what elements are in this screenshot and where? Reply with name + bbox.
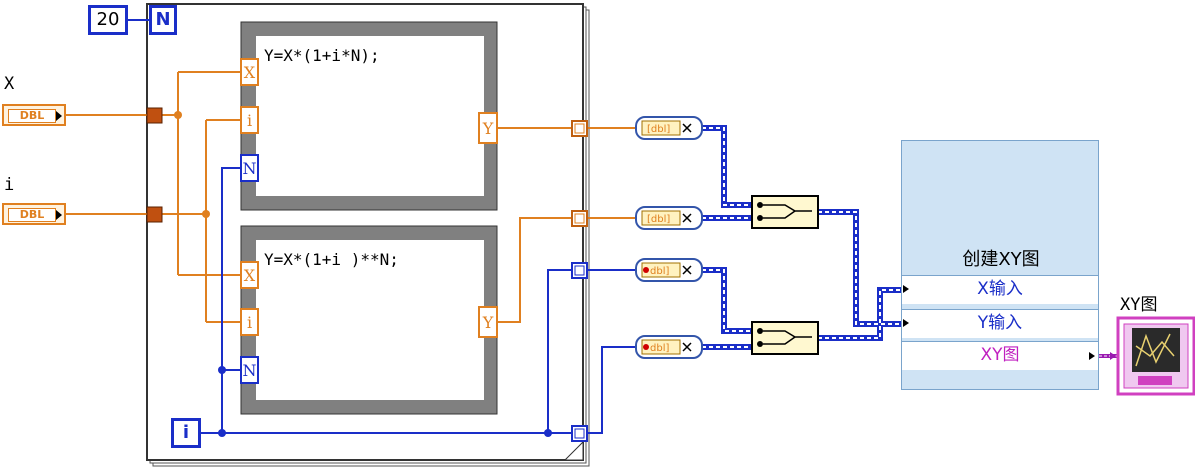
- formula-1-input-n[interactable]: N: [240, 154, 259, 182]
- formula-2-input-x[interactable]: X: [240, 261, 259, 289]
- convert-node-1[interactable]: [dbl]: [635, 116, 703, 140]
- formula-2-expression[interactable]: Y=X*(1+i )**N;: [264, 250, 399, 269]
- xy-graph-label: XY图: [1120, 295, 1158, 315]
- svg-text:dbl]: dbl]: [650, 266, 669, 277]
- blue-wires: [200, 167, 636, 434]
- i-control[interactable]: DBL: [2, 203, 66, 225]
- svg-text:[dbl]: [dbl]: [647, 214, 670, 225]
- tunnel-x: [146, 107, 163, 124]
- svg-text:[dbl]: [dbl]: [647, 124, 670, 135]
- output-arrow-icon: [1089, 352, 1095, 360]
- output-tunnels: [571, 120, 588, 442]
- loop-iteration-terminal[interactable]: i: [171, 418, 201, 448]
- express-output-xy[interactable]: XY图: [902, 341, 1098, 370]
- svg-text:dbl]: dbl]: [650, 343, 669, 354]
- x-dtype: DBL: [8, 109, 56, 123]
- loop-resize-corner: [563, 440, 584, 461]
- formula-2-output-y[interactable]: Y: [478, 306, 498, 338]
- tunnel-i: [146, 206, 163, 223]
- input-arrow-icon: [903, 319, 909, 327]
- formula-2-input-n[interactable]: N: [240, 356, 259, 384]
- i-dtype: DBL: [8, 208, 56, 222]
- input-arrow-icon: [903, 285, 909, 293]
- express-input-y[interactable]: Y输入: [902, 309, 1098, 338]
- output-arrow-icon: [56, 210, 62, 220]
- convert-node-2[interactable]: [dbl]: [635, 206, 703, 230]
- merge-node-2[interactable]: [751, 321, 819, 355]
- formula-node-1[interactable]: [240, 21, 498, 211]
- i-control-label: i: [4, 175, 15, 195]
- formula-2-input-i[interactable]: i: [240, 308, 259, 336]
- wire-junction-i: [202, 210, 210, 218]
- merge-node-1[interactable]: [751, 195, 819, 229]
- wire-junction-n: [218, 366, 226, 374]
- cluster-wires: [702, 125, 1120, 358]
- x-control[interactable]: DBL: [2, 104, 66, 126]
- formula-1-input-x[interactable]: X: [240, 58, 259, 86]
- express-vi-title: 创建XY图: [962, 249, 1040, 270]
- wire-junction-x: [174, 111, 182, 119]
- xy-graph-indicator[interactable]: [1110, 316, 1195, 396]
- orange-wires: [66, 71, 636, 323]
- build-xy-graph-express-vi[interactable]: 创建XY图 X输入 Y输入 XY图: [901, 140, 1099, 390]
- convert-node-4[interactable]: dbl]: [635, 335, 703, 359]
- count-wire: [128, 19, 150, 21]
- formula-1-output-y[interactable]: Y: [478, 112, 498, 144]
- convert-node-3[interactable]: dbl]: [635, 258, 703, 282]
- express-input-x[interactable]: X输入: [902, 275, 1098, 304]
- formula-node-2[interactable]: [240, 225, 498, 415]
- output-arrow-icon: [56, 111, 62, 121]
- formula-1-input-i[interactable]: i: [240, 106, 259, 134]
- loop-count-constant[interactable]: 20: [88, 5, 128, 35]
- formula-1-expression[interactable]: Y=X*(1+i*N);: [264, 46, 380, 65]
- x-control-label: X: [4, 74, 15, 94]
- loop-count-terminal[interactable]: N: [149, 5, 177, 35]
